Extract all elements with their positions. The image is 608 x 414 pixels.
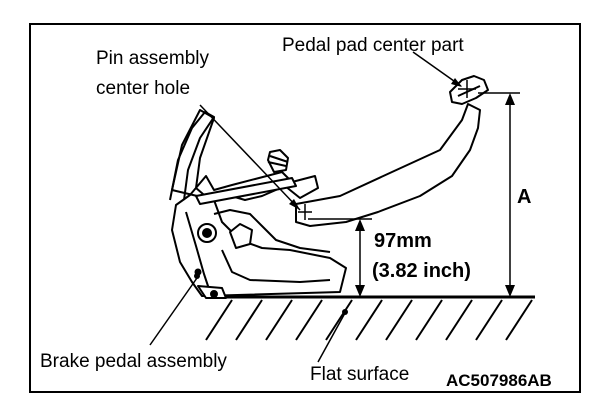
label-dimension-inch: (3.82 inch): [372, 260, 471, 282]
label-pedal-pad-center: Pedal pad center part: [282, 35, 464, 56]
leader-lines: [149, 51, 462, 363]
leader-arrowheads: [194, 78, 462, 315]
label-pin-assembly-line1: Pin assembly: [96, 48, 209, 69]
label-dimension-mm: 97mm: [374, 230, 432, 252]
label-flat-surface: Flat surface: [310, 364, 409, 385]
flat-surface: [205, 295, 535, 341]
brake-pedal-assembly-drawing: [169, 75, 489, 299]
pedal-pad-center-marker: [458, 80, 476, 98]
label-brake-pedal-assembly: Brake pedal assembly: [40, 351, 227, 372]
label-pin-assembly-line2: center hole: [96, 78, 190, 99]
label-dimension-a: A: [517, 186, 531, 208]
figure-code: AC507986AB: [446, 371, 552, 390]
dimension-97mm: [308, 218, 372, 297]
dimension-a: [478, 92, 520, 297]
